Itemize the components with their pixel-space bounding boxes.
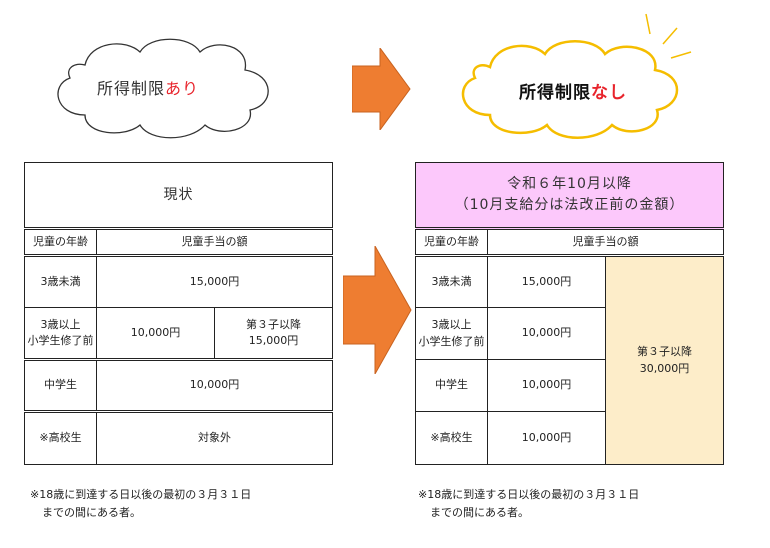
age-cell: 3歳未満 <box>24 255 97 308</box>
header-age: 児童の年齢 <box>415 228 488 257</box>
cloud-highlight-right: なし <box>591 83 627 103</box>
current-allowance-table: 現状 児童の年齢 児童手当の額 3歳未満 15,000円 3歳以上 小学生修了前… <box>23 162 334 465</box>
table-title: 現状 <box>23 162 334 230</box>
sparkle-line <box>670 51 692 59</box>
amount-cell-third-child: 第３子以降 15,000円 <box>213 307 334 361</box>
age-cell: 3歳未満 <box>415 255 488 308</box>
header-age: 児童の年齢 <box>24 228 97 257</box>
table-title: 令和６年10月以降 （10月支給分は法改正前の金額） <box>414 162 725 230</box>
cloud-shape-left <box>57 38 269 139</box>
amount-cell: 15,000円 <box>95 255 334 308</box>
cloud-label-right: 所得制限なし <box>519 83 627 103</box>
amount-cell: 10,000円 <box>487 307 606 360</box>
amount-cell: 10,000円 <box>487 359 606 412</box>
new-allowance-table: 令和６年10月以降 （10月支給分は法改正前の金額） 児童の年齢 児童手当の額 … <box>414 162 725 465</box>
footnote-left: ※18歳に到達する日以後の最初の３月３１日 までの間にある者。 <box>30 488 252 519</box>
amount-cell: 10,000円 <box>95 359 334 413</box>
age-cell: 3歳以上 小学生修了前 <box>24 307 97 361</box>
arrow-right-icon <box>352 48 411 130</box>
amount-cell: 15,000円 <box>487 255 606 308</box>
cloud-label-left: 所得制限あり <box>96 79 200 98</box>
age-cell: ※高校生 <box>24 411 97 465</box>
cloud-highlight-left: あり <box>165 79 200 98</box>
arrow-right-icon <box>343 246 412 374</box>
cloud-shape-right <box>461 13 692 139</box>
header-amount: 児童手当の額 <box>486 228 725 257</box>
amount-cell: 10,000円 <box>96 307 215 361</box>
header-amount: 児童手当の額 <box>95 228 334 257</box>
age-cell: 3歳以上 小学生修了前 <box>415 307 488 360</box>
footnote-right: ※18歳に到達する日以後の最初の３月３１日 までの間にある者。 <box>418 488 640 519</box>
sparkle-line <box>645 13 651 35</box>
age-cell: 中学生 <box>24 359 97 413</box>
age-cell: ※高校生 <box>415 411 488 465</box>
sparkle-line <box>662 27 678 45</box>
age-cell: 中学生 <box>415 359 488 412</box>
amount-cell: 10,000円 <box>487 411 606 465</box>
amount-cell: 対象外 <box>95 411 334 465</box>
third-child-amount-cell: 第３子以降 30,000円 <box>604 255 725 465</box>
